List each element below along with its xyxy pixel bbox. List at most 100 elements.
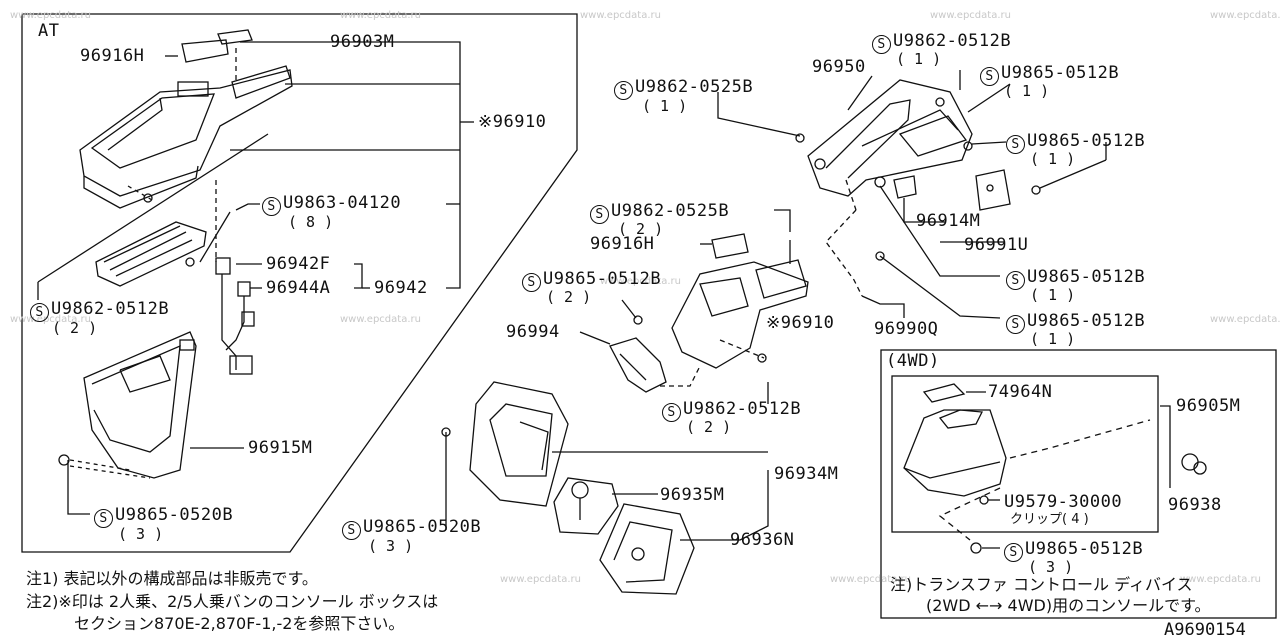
fwd-inner-frame — [891, 375, 1159, 533]
watermark: www.epcdata.ru — [830, 574, 911, 585]
note-2-line-2: セクション870E-2,870F-1,-2を参照下さい。 — [74, 614, 405, 633]
fastener-qty: ( 1 ) — [1004, 82, 1050, 100]
watermark: www.epcdata.ru — [1210, 10, 1280, 21]
s-symbol-icon: S — [1006, 315, 1025, 334]
fwd-section-title: (4WD) — [886, 351, 940, 371]
s-symbol-icon: S — [872, 35, 891, 54]
fastener-qty: ( 1 ) — [1030, 150, 1076, 168]
part-96910-label: ※96910 — [478, 112, 547, 132]
watermark: www.epcdata.ru — [1210, 314, 1280, 325]
s-symbol-icon: S — [30, 303, 49, 322]
s-symbol-icon: S — [522, 273, 541, 292]
s-symbol-icon: S — [94, 509, 113, 528]
part-96934m-label: 96934M — [774, 464, 839, 484]
cover-74964n — [922, 383, 966, 403]
at-frame — [21, 13, 578, 553]
part-96915m-label: 96915M — [248, 438, 313, 458]
part-96991u-label: 96991U — [964, 235, 1029, 255]
watermark: www.epcdata.ru — [600, 276, 681, 287]
cover-96916h — [181, 39, 229, 63]
watermark: www.epcdata.ru — [1180, 574, 1261, 585]
note-2-line-1: 注2)※印は 2人乗、2/5人乗バンのコンソール ボックスは — [26, 592, 439, 611]
console-96910-b — [671, 240, 809, 369]
s-symbol-icon: S — [1004, 543, 1023, 562]
at-switch-panel — [95, 221, 207, 287]
part-96914m-label: 96914M — [916, 211, 981, 231]
watermark: www.epcdata.ru — [10, 10, 91, 21]
watermark: www.epcdata.ru — [10, 314, 91, 325]
part-96936n-label: 96936N — [730, 530, 795, 550]
cover-96916h-b — [711, 233, 749, 259]
part-96910-b-label: ※96910 — [766, 313, 835, 333]
fastener-qty: ( 3 ) — [118, 525, 164, 543]
watermark: www.epcdata.ru — [930, 10, 1011, 21]
part-96916h-label: 96916H — [80, 46, 145, 66]
fastener-qty: ( 2 ) — [686, 418, 732, 436]
bracket-96991u — [975, 169, 1011, 211]
boot-96935m — [553, 477, 619, 535]
diagram-code: A9690154 — [1164, 620, 1246, 640]
note-1: 注1) 表記以外の構成部品は非販売です。 — [26, 569, 318, 588]
part-96938-label: 96938 — [1168, 495, 1222, 515]
fastener-qty: ( 1 ) — [642, 97, 688, 115]
boot-96934m — [469, 381, 569, 507]
grommet-96938 — [1181, 453, 1207, 475]
watermark: www.epcdata.ru — [580, 10, 661, 21]
at-screws — [58, 193, 195, 479]
part-96942f-label: 96942F — [266, 254, 331, 274]
at-console-box — [79, 65, 293, 209]
note-4wd-line-1: 注)トランスファ コントロール ディバイス — [890, 575, 1193, 594]
wire-harness — [215, 257, 255, 375]
s-symbol-icon: S — [342, 521, 361, 540]
part-96916h-b-label: 96916H — [590, 234, 655, 254]
part-96944a-label: 96944A — [266, 278, 331, 298]
fastener-qty: ( 3 ) — [1028, 558, 1074, 576]
part-96990q-label: 96990Q — [874, 319, 939, 339]
console-96950 — [807, 79, 973, 197]
fastener-qty: ( 1 ) — [1030, 330, 1076, 348]
watermark: www.epcdata.ru — [340, 314, 421, 325]
s-symbol-icon: S — [262, 197, 281, 216]
clip-qty-label: クリップ( 4 ) — [1010, 512, 1089, 527]
s-symbol-icon: S — [1006, 135, 1025, 154]
part-74964n-label: 74964N — [988, 382, 1053, 402]
fwd-frame — [880, 349, 1277, 619]
at-section-title: AT — [38, 21, 60, 41]
at-bezel — [83, 331, 197, 479]
watermark: www.epcdata.ru — [340, 10, 421, 21]
fastener-qty: ( 1 ) — [1030, 286, 1076, 304]
part-96905m-label: 96905M — [1176, 396, 1241, 416]
fastener-qty: ( 3 ) — [368, 537, 414, 555]
part-96994-label: 96994 — [506, 322, 560, 342]
console-96905m — [903, 409, 1007, 497]
s-symbol-icon: S — [1006, 271, 1025, 290]
part-96942-label: 96942 — [374, 278, 428, 298]
part-96935m-label: 96935M — [660, 485, 725, 505]
s-symbol-icon: S — [590, 205, 609, 224]
part-u9579-30000-label: U9579-30000 — [1004, 492, 1123, 512]
bracket-96994 — [609, 337, 667, 393]
part-96950-label: 96950 — [812, 57, 866, 77]
cover-96903m — [217, 29, 253, 45]
note-4wd-line-2: (2WD ←→ 4WD)用のコンソールです。 — [926, 596, 1211, 615]
watermark: www.epcdata.ru — [500, 574, 581, 585]
s-symbol-icon: S — [980, 67, 999, 86]
fastener-qty: ( 1 ) — [896, 50, 942, 68]
fastener-qty: ( 2 ) — [618, 220, 664, 238]
fastener-qty: ( 2 ) — [546, 288, 592, 306]
